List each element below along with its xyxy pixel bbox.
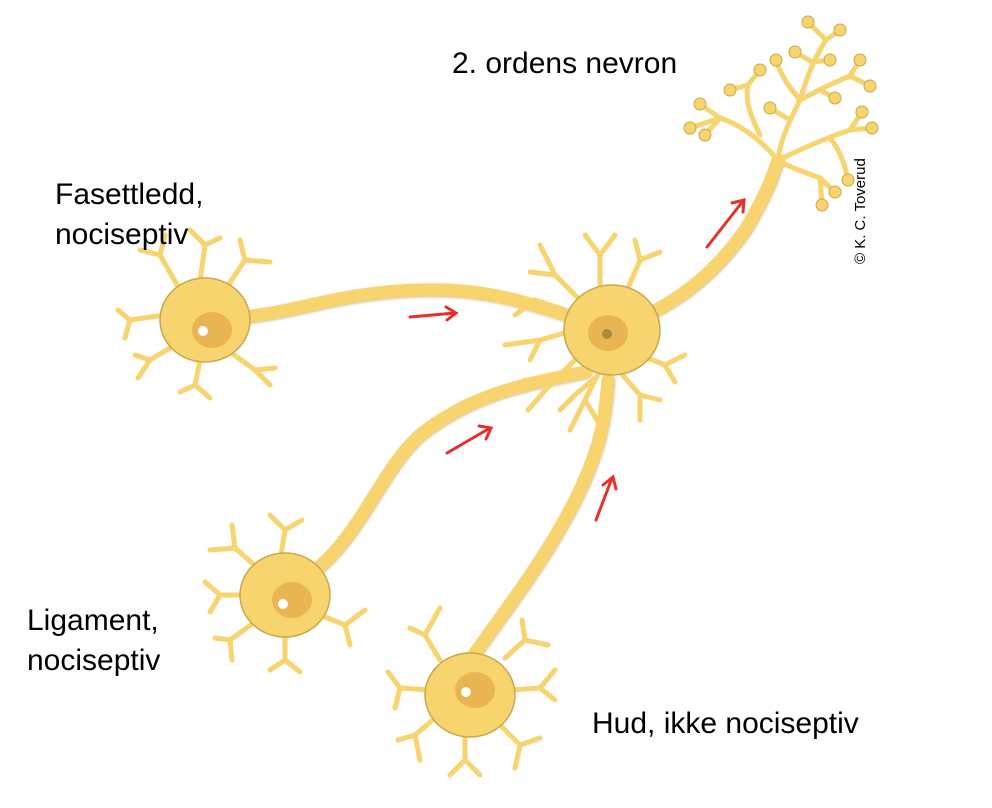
facet-neuron-soma [159, 277, 251, 363]
ligament-neuron-dendrites [202, 512, 368, 675]
arrow-facet [408, 305, 459, 322]
ligament-axon [298, 365, 592, 585]
facet-neuron-dendrites [115, 227, 278, 401]
skin-axon [463, 373, 615, 667]
ligament-label-line2: nociseptiv [27, 644, 161, 677]
signal-direction-arrows [408, 198, 746, 522]
copyright-notice: © K. C. Toverud [852, 158, 869, 264]
facet-joint-label-line1: Fasettledd, [55, 178, 204, 211]
facet-joint-label-line2: nociseptiv [55, 218, 189, 251]
skin-neuron-soma [424, 652, 516, 738]
arrow-ligament [445, 424, 494, 455]
arrow-second-order [705, 198, 746, 249]
second-order-axon [633, 153, 785, 325]
skin-neuron-dendrites [385, 605, 558, 778]
second-order-neuron-soma [563, 284, 661, 376]
facet-axon [228, 283, 582, 325]
axon-terminal-boutons [683, 15, 879, 212]
second-order-neuron-label: 2. ordens nevron [452, 47, 678, 80]
ligament-label-line1: Ligament, [27, 604, 159, 637]
arrow-skin [594, 474, 618, 522]
ligament-neuron-soma [239, 552, 331, 638]
skin-label: Hud, ikke nociseptiv [592, 707, 859, 740]
second-order-neuron-dendrites [502, 232, 688, 433]
